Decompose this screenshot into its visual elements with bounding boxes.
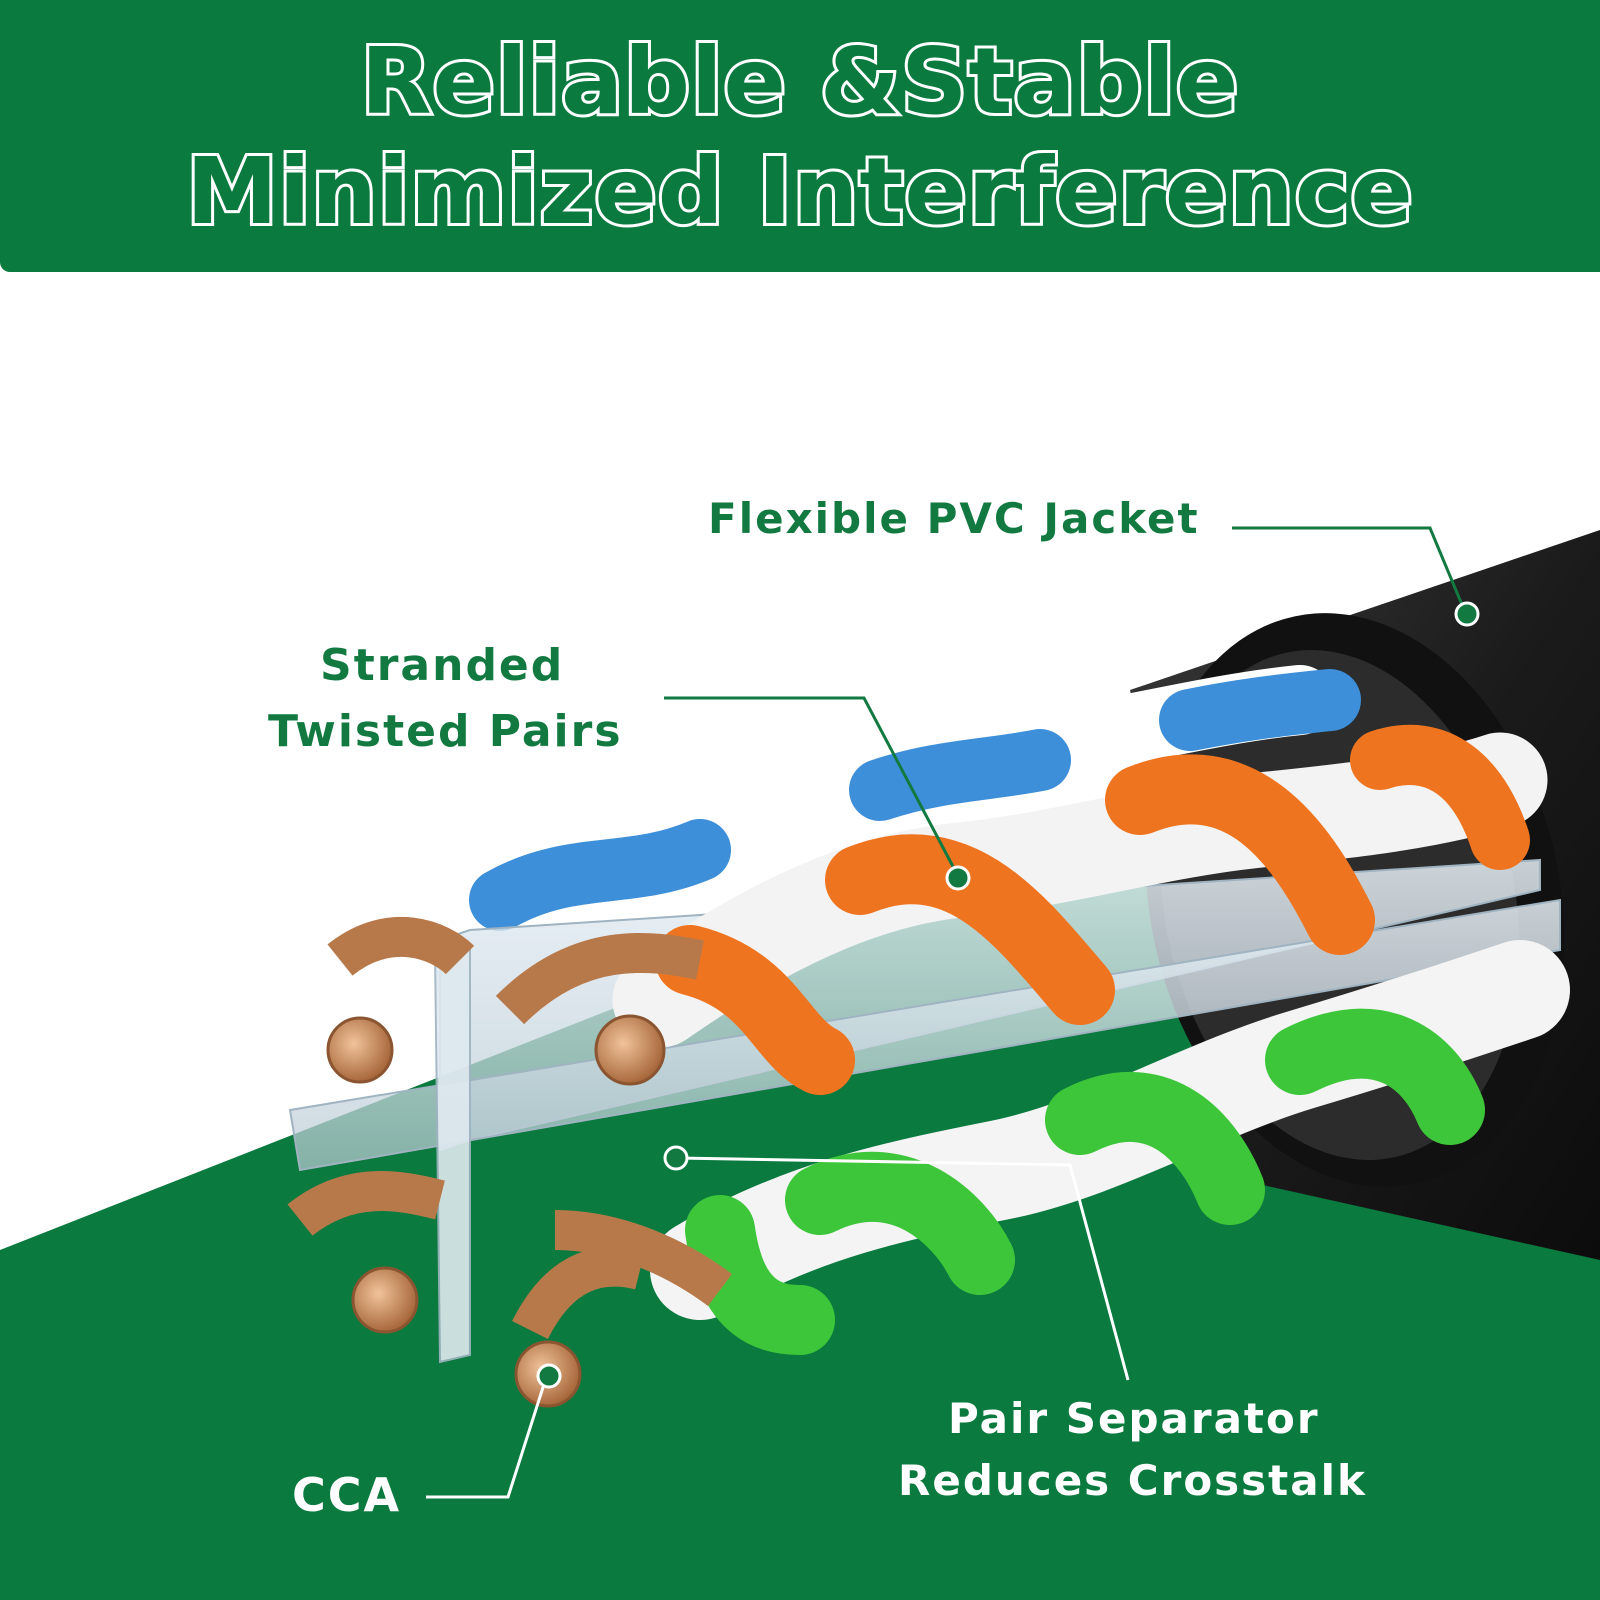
- title-line-1: Reliable &Stable: [358, 25, 1242, 138]
- green-twisted-pair: [650, 940, 1570, 1355]
- label-cca: CCA: [292, 1468, 402, 1522]
- callout-jacket-line: [1232, 526, 1480, 627]
- blue-twisted-pair: [385, 665, 1361, 965]
- label-flexible-pvc-jacket: Flexible PVC Jacket: [708, 494, 1200, 543]
- callout-separator-line: [663, 1145, 1130, 1381]
- callout-pairs-line: [664, 696, 971, 891]
- label-reduces-crosstalk: Reduces Crosstalk: [898, 1456, 1367, 1505]
- orange-twisted-pair: [612, 724, 1548, 1095]
- label-stranded: Stranded: [320, 640, 565, 691]
- label-pair-separator: Pair Separator: [948, 1394, 1320, 1443]
- label-twisted-pairs: Twisted Pairs: [268, 706, 623, 757]
- header-band: [0, 0, 1600, 272]
- title-line-2: Minimized Interference: [183, 135, 1415, 248]
- callout-cca-line: [426, 1363, 562, 1499]
